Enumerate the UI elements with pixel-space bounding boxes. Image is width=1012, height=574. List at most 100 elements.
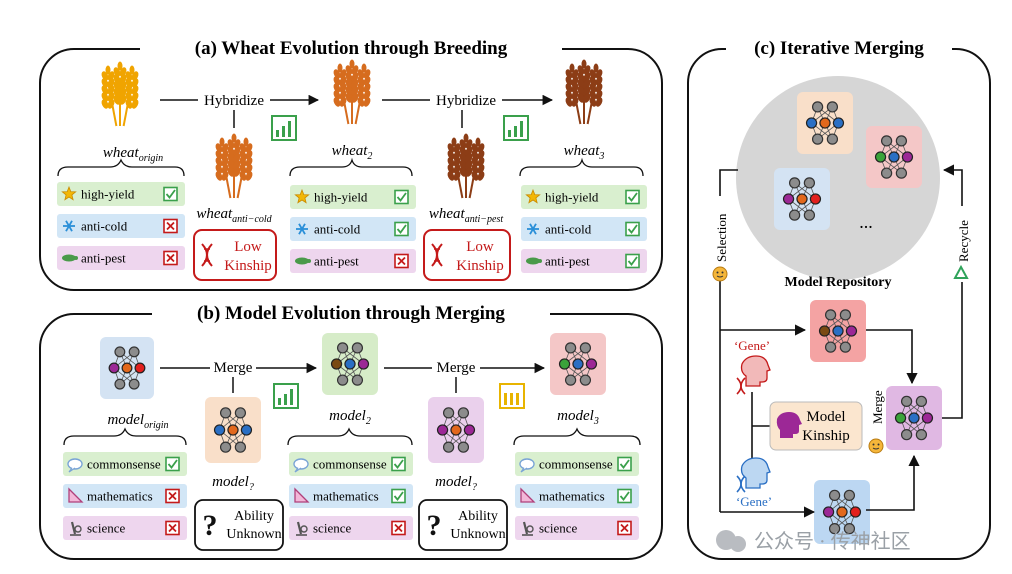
neural-net-icon <box>550 333 606 395</box>
snowflake-icon <box>527 223 539 235</box>
snowflake-icon <box>296 223 308 235</box>
trait-label: high-yield <box>314 190 368 205</box>
trait-label: mathematics <box>313 489 379 504</box>
gene-top-label: ‘Gene’ <box>734 338 770 353</box>
ruler-triangle-icon <box>294 487 310 503</box>
trait-row: science <box>289 516 413 540</box>
brace <box>57 158 185 177</box>
trait-row: science <box>63 516 187 540</box>
ability-unknown-box-2: ? Ability Unknown <box>418 499 508 551</box>
question-icon: ? <box>427 509 442 542</box>
ruler-triangle-icon <box>68 487 84 503</box>
panel-c-title-bg <box>726 34 952 62</box>
dna-icon <box>736 377 746 395</box>
neural-net-icon <box>886 386 942 450</box>
trait-label: science <box>539 521 577 536</box>
model-kinship-box: Model Kinship <box>769 401 863 451</box>
neural-net-icon <box>774 168 830 230</box>
low-kinship-box-2: Low Kinship <box>423 229 511 281</box>
repository-ellipsis: ... <box>859 212 873 232</box>
ability-unknown-line2: Unknown <box>450 527 505 542</box>
neural-net-icon <box>100 337 154 399</box>
trait-label: high-yield <box>545 190 599 205</box>
bar-chart-icon <box>273 383 299 409</box>
trait-label: science <box>313 521 351 536</box>
merge-side-label: Merge <box>870 390 885 424</box>
model-origin-name: modelorigin <box>107 412 168 431</box>
chat-bubble-icon <box>67 458 83 473</box>
neural-net-icon <box>814 480 870 544</box>
merge-label-1: Merge <box>214 360 253 376</box>
model-unknown-1-name: model? <box>212 474 254 493</box>
neural-net-icon <box>428 397 484 463</box>
bug-icon <box>526 257 542 265</box>
check-icon <box>625 253 640 269</box>
trait-row: anti-pest <box>290 249 416 273</box>
wheat-2-trait-group: high-yield anti-cold anti-pest <box>290 185 416 273</box>
bug-icon <box>295 257 311 265</box>
question-icon: ? <box>203 509 218 542</box>
brace <box>289 157 413 177</box>
model-cards <box>100 333 606 463</box>
wheat-2-name: wheat2 <box>332 143 373 162</box>
model-unknown-2-name: model? <box>435 474 477 493</box>
brace <box>287 427 413 446</box>
check-icon <box>617 456 632 472</box>
trait-row: anti-cold <box>290 217 416 241</box>
head-icon <box>740 457 771 489</box>
model-kinship-line1: Model <box>806 409 845 425</box>
microscope-icon <box>522 521 534 536</box>
wheat-anti-pest-name: wheatanti−pest <box>429 206 503 225</box>
microscope-icon <box>70 521 82 536</box>
ability-unknown-line1: Ability <box>458 509 498 524</box>
check-icon <box>391 488 406 504</box>
check-icon <box>617 488 632 504</box>
trait-row: mathematics <box>515 484 639 508</box>
cross-icon <box>165 520 180 536</box>
trait-row: anti-pest <box>57 246 185 270</box>
trait-row: anti-cold <box>521 217 647 241</box>
trait-row: mathematics <box>63 484 187 508</box>
trait-row: high-yield <box>290 185 416 209</box>
bug-icon <box>62 254 78 262</box>
watermark: 公众号 · 传神社区 <box>716 530 911 553</box>
wheat-icon <box>447 133 485 199</box>
check-icon <box>394 221 409 237</box>
trait-groups-wheat: high-yield anti-cold anti-pest high-yield an… <box>57 182 647 273</box>
neural-net-icon <box>866 126 922 188</box>
panel-b-title-bg <box>152 299 550 327</box>
wheat-icons <box>101 59 603 199</box>
trait-row: anti-cold <box>57 214 185 238</box>
dna-icon <box>736 475 746 493</box>
brace <box>63 427 187 446</box>
model-kinship-line2: Kinship <box>802 428 850 444</box>
watermark-text: 公众号 · 传神社区 <box>754 530 911 553</box>
low-kinship-line1: Low <box>466 239 494 255</box>
check-icon <box>165 456 180 472</box>
selection-label: Selection <box>714 213 729 262</box>
wheat-3-trait-group: high-yield anti-cold anti-pest <box>521 185 647 273</box>
trait-label: commonsense <box>87 457 161 472</box>
trait-label: mathematics <box>539 489 605 504</box>
chat-bubble-icon <box>293 458 309 473</box>
cross-icon <box>391 520 406 536</box>
selection-line <box>719 169 738 512</box>
repository-label: Model Repository <box>785 275 892 290</box>
wheat-icon <box>215 133 253 199</box>
microscope-icon <box>296 521 308 536</box>
ability-unknown-line1: Ability <box>234 509 274 524</box>
face-icon <box>868 438 884 454</box>
hybridize-label-2: Hybridize <box>436 93 496 109</box>
model-2-name: model2 <box>329 408 371 427</box>
cross-icon <box>163 218 178 234</box>
trait-row: commonsense <box>515 452 639 476</box>
cross-icon <box>394 253 409 269</box>
wheat-icon <box>101 61 139 127</box>
trait-row: anti-pest <box>521 249 647 273</box>
wheat-icon <box>333 59 371 125</box>
star-icon <box>61 185 77 201</box>
neural-net-icon <box>205 397 261 463</box>
neural-net-icon <box>797 92 853 154</box>
